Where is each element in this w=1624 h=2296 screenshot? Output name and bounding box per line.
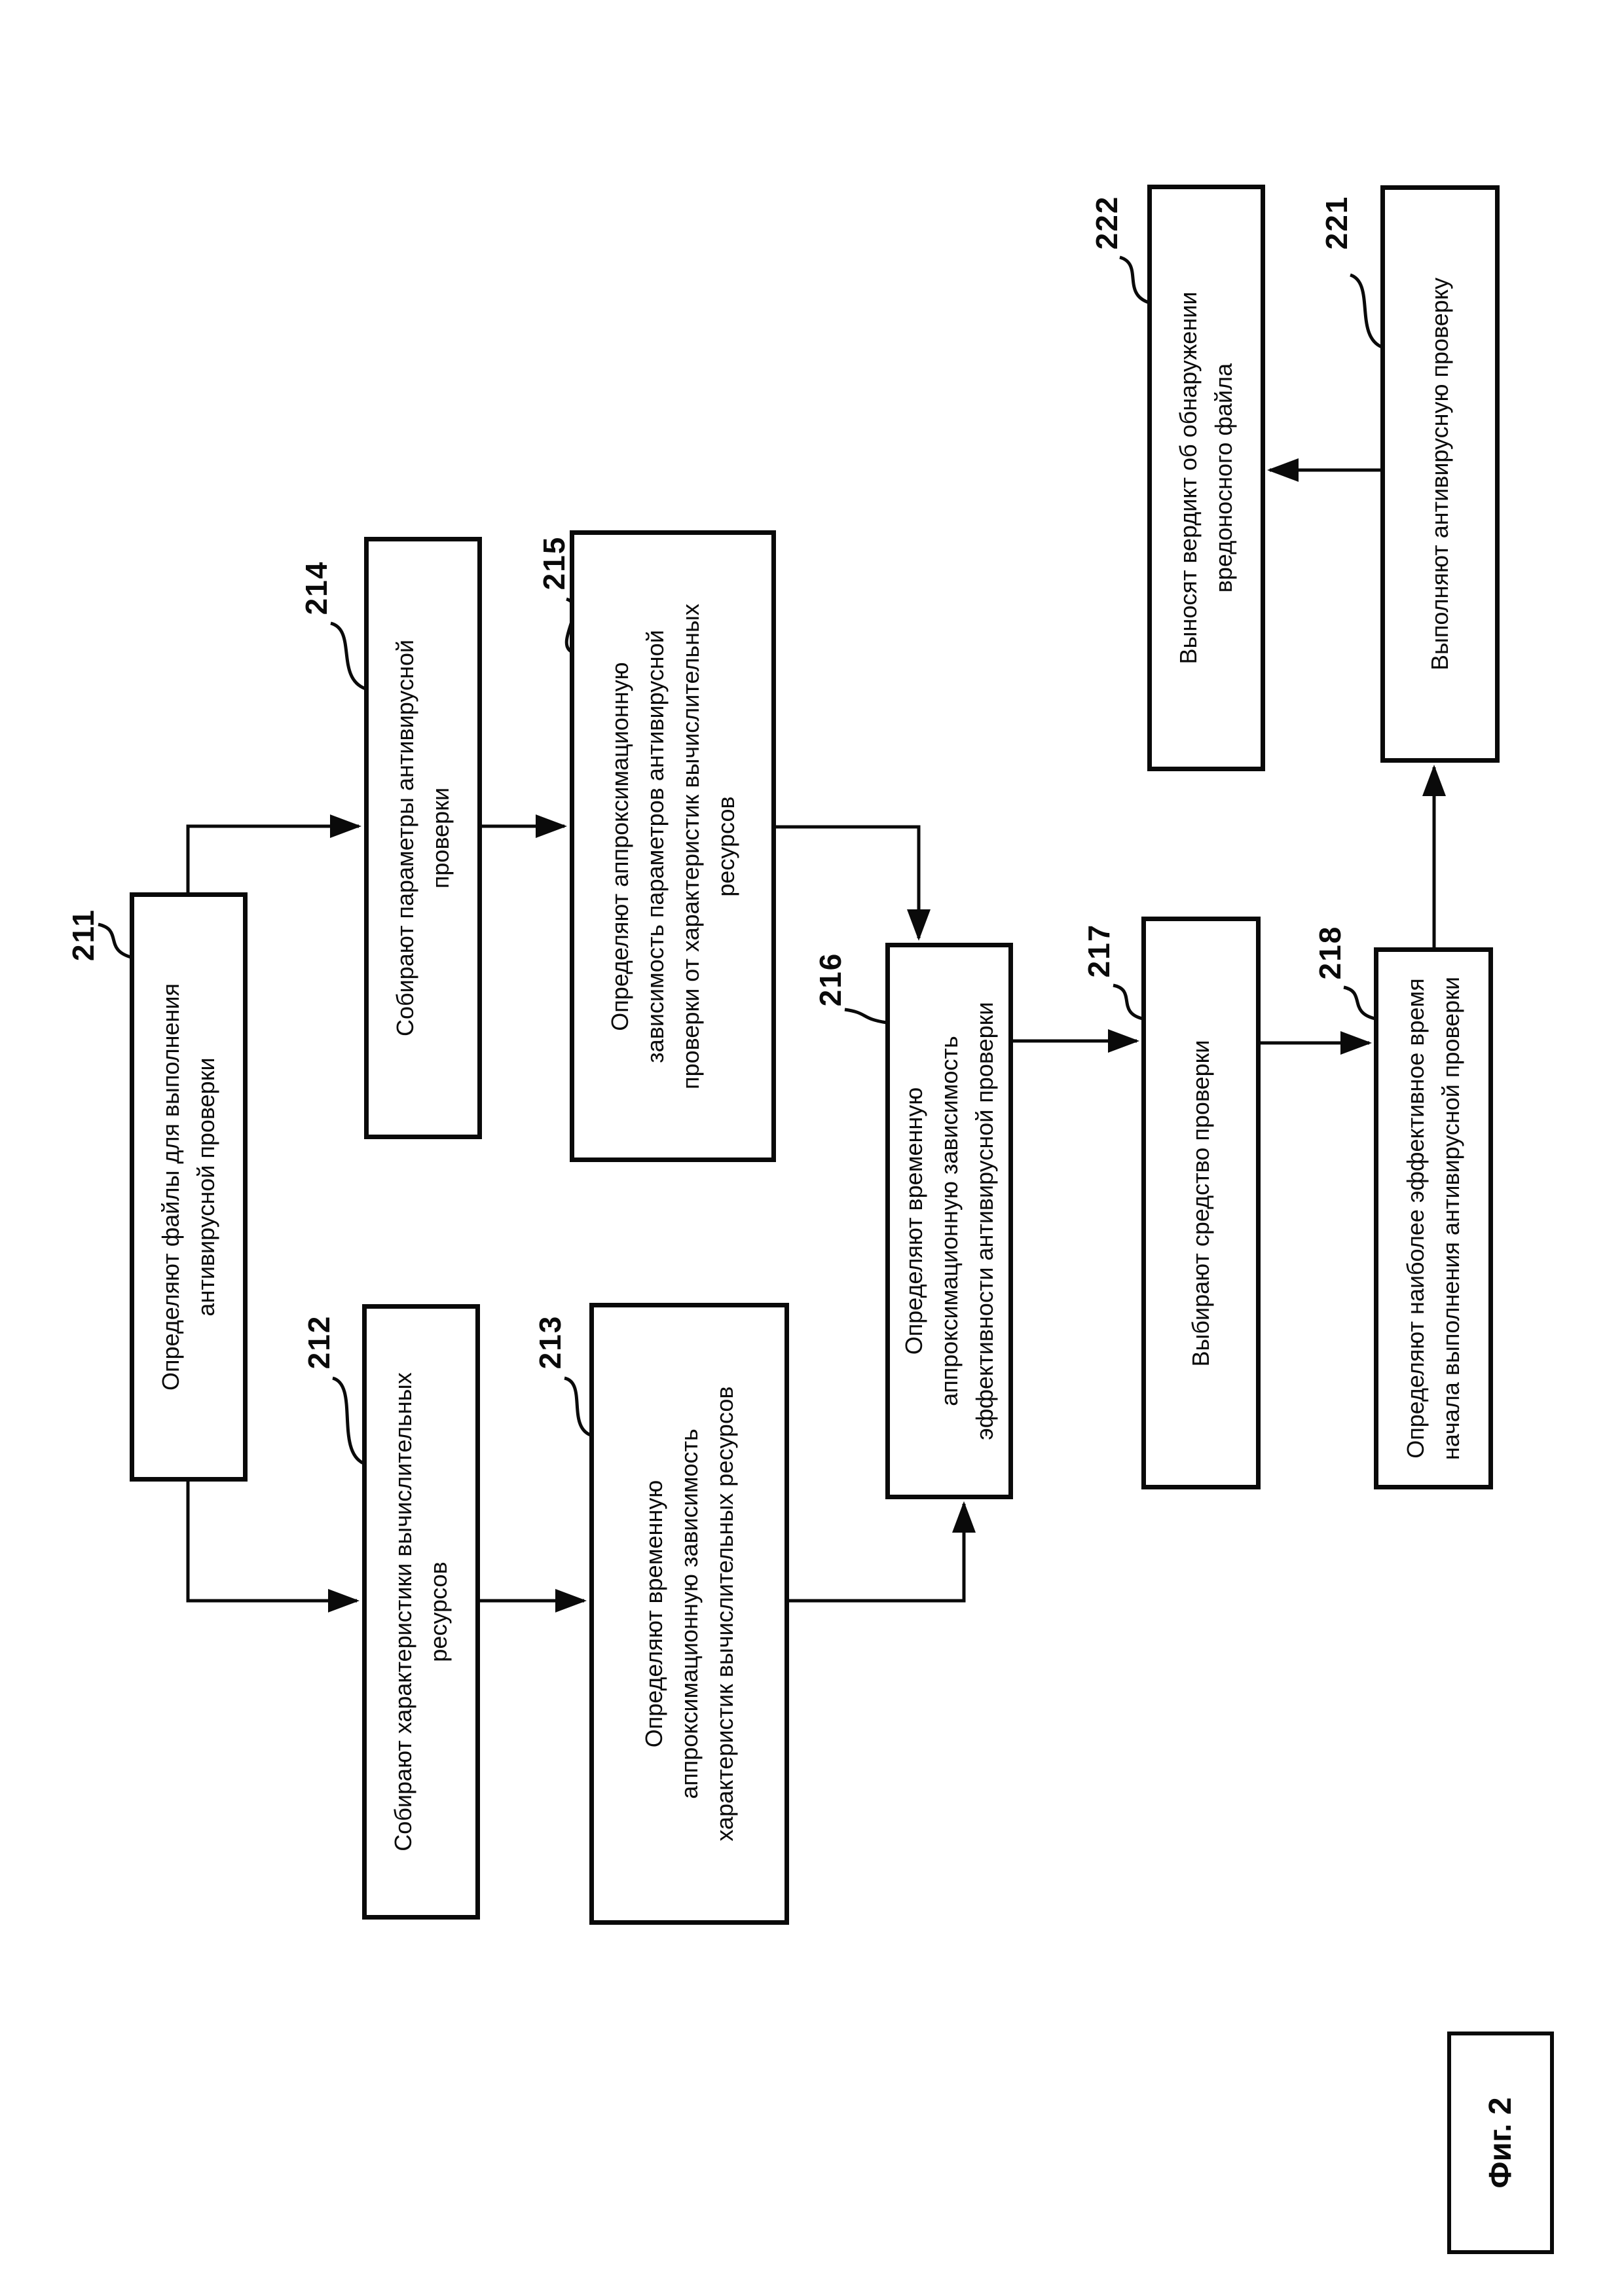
- leader-218: [1343, 985, 1376, 1021]
- connector-211-to-212: [186, 1482, 360, 1613]
- connector-211-to-214: [186, 814, 361, 892]
- ref-label-212: 212: [302, 1315, 336, 1370]
- leader-222: [1119, 255, 1149, 304]
- flow-step-221-text: Выполняют антивирусную проверку: [1426, 278, 1453, 670]
- flow-step-212-text: Собирают характеристики вычислительных р…: [390, 1372, 452, 1851]
- flow-step-214-text: Собирают параметры антивирусной проверки: [392, 640, 454, 1036]
- leader-217: [1113, 983, 1143, 1021]
- flow-step-213: Определяют временную аппроксимационную з…: [589, 1303, 789, 1925]
- flow-step-216: Определяют временную аппроксимационную з…: [885, 943, 1013, 1499]
- flow-step-215: Определяют аппроксимационную зависимость…: [570, 530, 776, 1162]
- ref-label-217: 217: [1082, 923, 1116, 978]
- flow-step-221: Выполняют антивирусную проверку: [1380, 185, 1500, 763]
- flow-step-218: Определяют наиболее эффективное время на…: [1374, 947, 1493, 1489]
- flow-step-217-text: Выбирают средство проверки: [1187, 1040, 1214, 1367]
- flow-step-216-text: Определяют временную аппроксимационную з…: [900, 1002, 998, 1440]
- ref-label-222: 222: [1090, 195, 1124, 250]
- ref-label-214: 214: [299, 560, 333, 615]
- ref-label-218: 218: [1313, 925, 1347, 980]
- ref-label-211: 211: [66, 908, 100, 962]
- ref-label-221: 221: [1320, 195, 1354, 250]
- leader-212: [332, 1376, 365, 1465]
- leader-211: [98, 922, 132, 959]
- flow-step-217: Выбирают средство проверки: [1141, 917, 1261, 1489]
- leader-214: [330, 621, 367, 691]
- flow-step-213-text: Определяют временную аппроксимационную з…: [640, 1386, 738, 1842]
- ref-label-215: 215: [537, 536, 571, 591]
- leader-216: [844, 1008, 887, 1025]
- ref-label-213: 213: [533, 1315, 567, 1370]
- connector-213-to-216: [789, 1501, 976, 1603]
- flow-step-211: Определяют файлы для выполнения антивиру…: [130, 892, 248, 1482]
- flow-step-218-text: Определяют наиболее эффективное время на…: [1402, 976, 1464, 1461]
- flow-step-222-text: Выносят вердикт об обнаружении вредоносн…: [1175, 291, 1237, 665]
- flow-step-214: Собирают параметры антивирусной проверки: [364, 537, 482, 1139]
- figure-caption: Фиг. 2: [1483, 2097, 1518, 2189]
- flow-step-211-text: Определяют файлы для выполнения антивиру…: [157, 983, 219, 1391]
- flow-step-222: Выносят вердикт об обнаружении вредоносн…: [1147, 185, 1265, 771]
- connector-215-to-216: [776, 825, 931, 941]
- leader-221: [1349, 273, 1383, 349]
- leader-213: [564, 1376, 592, 1437]
- flow-step-215-text: Определяют аппроксимационную зависимость…: [606, 603, 739, 1089]
- flow-step-212: Собирают характеристики вычислительных р…: [362, 1304, 480, 1920]
- ref-label-216: 216: [813, 952, 847, 1007]
- figure-caption-box: Фиг. 2: [1447, 2032, 1554, 2254]
